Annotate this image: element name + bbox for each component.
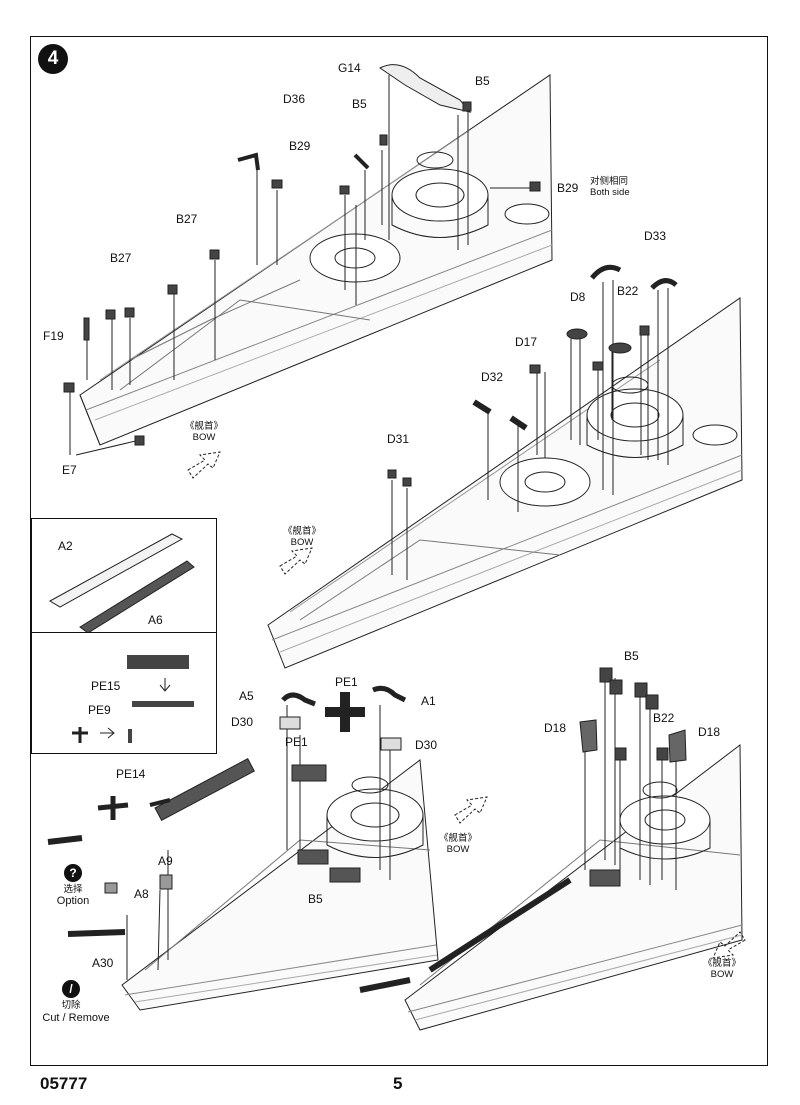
label-a5: A5 bbox=[239, 689, 254, 703]
bow-cn-bottom-right: 《舰首》 bbox=[702, 958, 741, 969]
label-f19: F19 bbox=[43, 329, 64, 343]
bow-arrow-top bbox=[187, 451, 221, 479]
small-parts-bottom-left bbox=[47, 685, 407, 937]
inset-a2-a6-drawing bbox=[48, 533, 195, 634]
label-pe1-top: PE1 bbox=[335, 675, 358, 689]
bow-cn-middle: 《舰首》 bbox=[282, 526, 321, 537]
label-e7: E7 bbox=[62, 463, 77, 477]
turrets-top bbox=[309, 151, 550, 283]
bow-en-top: BOW bbox=[192, 432, 216, 443]
cut-remove-en: Cut / Remove bbox=[42, 1012, 110, 1024]
bow-arrow-bottom-left bbox=[454, 796, 488, 824]
label-b27-top: B27 bbox=[176, 212, 198, 226]
label-pe15: PE15 bbox=[91, 679, 121, 693]
label-a9: A9 bbox=[158, 854, 173, 868]
small-parts-top bbox=[63, 101, 541, 446]
bow-cn-bottom-left: 《舰首》 bbox=[438, 833, 477, 844]
label-a1: A1 bbox=[421, 694, 436, 708]
label-d36: D36 bbox=[283, 92, 306, 106]
page-number: 5 bbox=[393, 1074, 403, 1093]
label-pe9: PE9 bbox=[88, 703, 111, 717]
label-d8: D8 bbox=[570, 290, 586, 304]
cut-remove-badge: / bbox=[62, 980, 80, 998]
leader-lines-bottom-right bbox=[584, 678, 677, 890]
label-b27-left: B27 bbox=[110, 251, 132, 265]
leader-lines-middle bbox=[391, 280, 669, 580]
label-b22-bottom: B22 bbox=[653, 711, 675, 725]
label-b5-bottom: B5 bbox=[308, 892, 323, 906]
label-d18-right: D18 bbox=[698, 725, 721, 739]
inset-pe15-pe9 bbox=[31, 632, 217, 754]
label-d30-right: D30 bbox=[415, 738, 438, 752]
label-a2: A2 bbox=[58, 539, 73, 553]
label-d18-left: D18 bbox=[544, 721, 567, 735]
part-g14-bracket bbox=[379, 64, 472, 113]
bow-arrow-bottom-right bbox=[712, 931, 746, 959]
label-b29-side: B29 bbox=[557, 181, 579, 195]
both-side-cn: 对侧相同 bbox=[590, 176, 629, 187]
label-d31: D31 bbox=[387, 432, 410, 446]
page-frame bbox=[30, 36, 768, 1066]
inset-a2-a6 bbox=[31, 518, 217, 634]
label-b5-top-left: B5 bbox=[352, 97, 367, 111]
leader-lines-top bbox=[69, 75, 530, 456]
label-b22-middle: B22 bbox=[617, 284, 639, 298]
cut-remove-cn: 切除 bbox=[61, 1000, 81, 1011]
small-parts-middle bbox=[387, 264, 678, 487]
product-code: 05777 bbox=[40, 1074, 88, 1093]
label-b5-right: B5 bbox=[624, 649, 639, 663]
hull-bottom-right bbox=[404, 743, 743, 1031]
label-a30: A30 bbox=[92, 956, 114, 970]
option-badge: ? bbox=[64, 864, 82, 882]
bow-en-bottom-left: BOW bbox=[446, 844, 470, 855]
step-number: 4 bbox=[38, 44, 68, 74]
label-g14: G14 bbox=[338, 61, 361, 75]
turrets-middle bbox=[499, 376, 738, 507]
label-d30-left: D30 bbox=[231, 715, 254, 729]
turret-bottom-left bbox=[326, 776, 424, 858]
label-b5-top-right: B5 bbox=[475, 74, 490, 88]
bow-cn-top: 《舰首》 bbox=[184, 421, 223, 432]
inset-pe-drawing bbox=[72, 655, 194, 743]
label-d33: D33 bbox=[644, 229, 667, 243]
option-en: Option bbox=[56, 895, 90, 907]
bow-en-middle: BOW bbox=[290, 537, 314, 548]
label-a8: A8 bbox=[134, 887, 149, 901]
label-d17: D17 bbox=[515, 335, 538, 349]
small-parts-bottom-right bbox=[359, 667, 687, 993]
bow-en-bottom-right: BOW bbox=[710, 969, 734, 980]
both-side-en: Both side bbox=[590, 187, 630, 198]
bow-arrow-middle bbox=[279, 547, 313, 575]
label-d32: D32 bbox=[481, 370, 504, 384]
label-a6: A6 bbox=[148, 613, 163, 627]
label-pe14: PE14 bbox=[116, 767, 146, 781]
label-b29-top: B29 bbox=[289, 139, 311, 153]
label-pe1-lower: PE1 bbox=[285, 735, 308, 749]
option-cn: 选择 bbox=[63, 884, 83, 895]
